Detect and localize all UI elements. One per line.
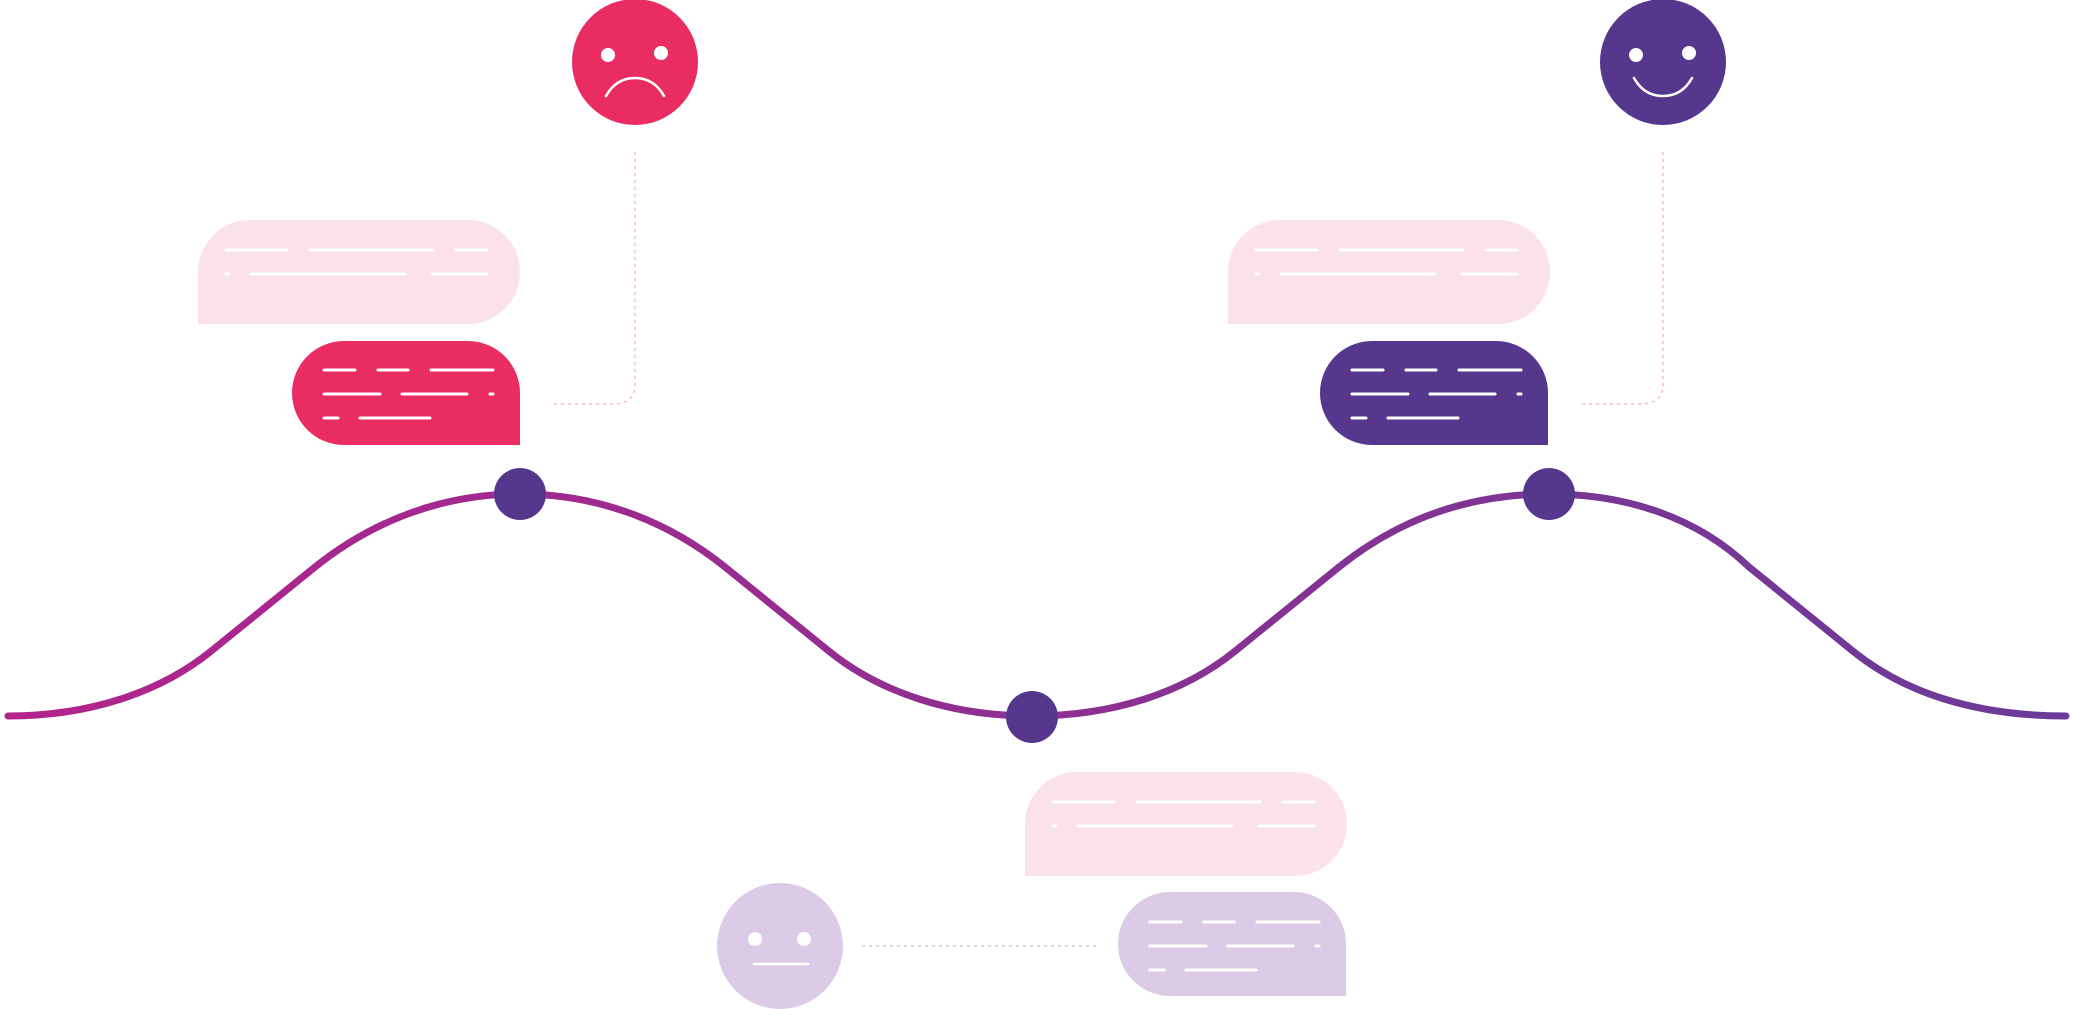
connector-sad: [553, 152, 636, 405]
speech-bubble-light: [1025, 772, 1347, 876]
text-placeholder-lines: [1148, 920, 1321, 972]
text-placeholder-lines: [1254, 248, 1519, 276]
neutral-face-icon: [717, 883, 843, 1009]
speech-bubble-neutral: [1118, 892, 1346, 996]
sad-feedback-group: [198, 0, 698, 445]
text-placeholder-lines: [224, 248, 489, 276]
happy-face-icon: [1600, 0, 1726, 125]
sad-face-icon: [572, 0, 698, 125]
happy-feedback-group: [1228, 0, 1726, 445]
curve-node-peak-1: [494, 468, 546, 520]
connector-happy: [1581, 152, 1664, 405]
text-placeholder-lines: [1051, 800, 1316, 828]
curve-node-peak-2: [1523, 468, 1575, 520]
journey-curve: [4, 490, 2070, 720]
neutral-feedback-group: [717, 772, 1347, 1009]
speech-bubble-light: [198, 220, 520, 324]
text-placeholder-lines: [1350, 368, 1523, 420]
curve-node-valley: [1006, 691, 1058, 743]
text-placeholder-lines: [322, 368, 495, 420]
speech-bubble-light: [1228, 220, 1550, 324]
